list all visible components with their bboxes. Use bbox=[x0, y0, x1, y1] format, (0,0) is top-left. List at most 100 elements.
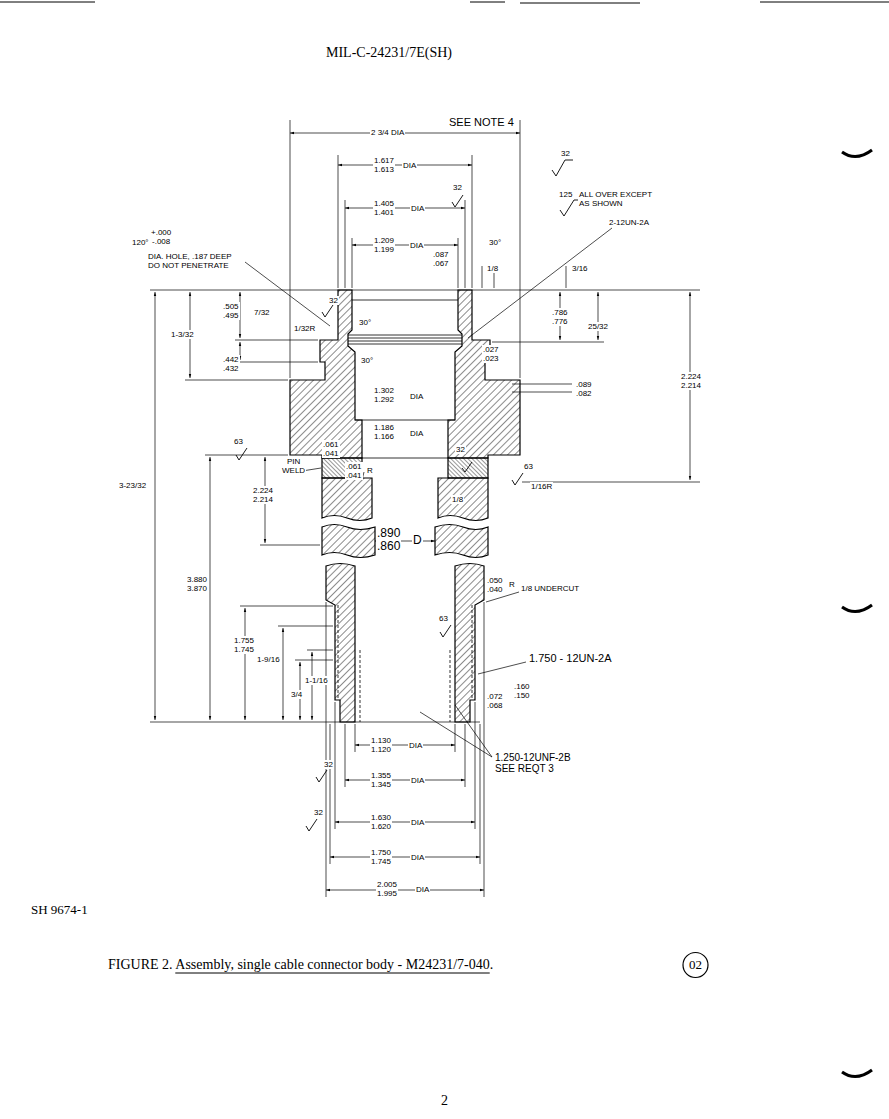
extension-line bbox=[260, 545, 320, 546]
extension-line bbox=[185, 380, 288, 381]
extension-line bbox=[150, 120, 700, 897]
dimension-text: DIA bbox=[409, 392, 424, 401]
dimension-line bbox=[352, 245, 458, 246]
dimension-text: 1.209 1.199 bbox=[373, 236, 395, 254]
dimension-text: 1.750 1.745 bbox=[370, 848, 392, 866]
dimension-text: .160 .150 bbox=[513, 682, 531, 700]
extension-line bbox=[335, 702, 336, 829]
dimension-text: .505 .495 bbox=[222, 302, 240, 320]
surface-finish-symbol bbox=[306, 819, 317, 831]
dimension-text: 1/32R bbox=[293, 324, 316, 333]
dimension-text: R bbox=[508, 580, 516, 589]
section-wall bbox=[322, 525, 375, 558]
page-number: 2 bbox=[440, 1093, 449, 1108]
dimension-text: 1.405 1.401 bbox=[373, 199, 395, 217]
caption-underline bbox=[175, 973, 489, 974]
thread-lines bbox=[348, 335, 462, 336]
leader-line bbox=[478, 662, 526, 674]
surface-finish-symbol bbox=[452, 195, 463, 207]
dimension-line bbox=[326, 890, 484, 891]
roughness-value: 32 bbox=[452, 183, 463, 192]
dimension-text: 1.755 1.745 bbox=[233, 636, 255, 654]
leader-line bbox=[420, 712, 492, 757]
extension-line bbox=[290, 120, 291, 378]
dimension-text: DIA bbox=[410, 853, 425, 862]
extension-line bbox=[345, 200, 346, 288]
thread-lines bbox=[348, 341, 462, 342]
binder-mark bbox=[842, 1070, 872, 1077]
section-wall bbox=[326, 564, 355, 723]
thread-lines bbox=[362, 458, 448, 459]
dimension-text: DIA bbox=[415, 885, 430, 894]
dimension-text: 2.224 2.214 bbox=[252, 486, 274, 504]
roughness-value: 32 bbox=[560, 149, 571, 158]
dimension-text: .050 .040 bbox=[486, 576, 504, 594]
extension-line bbox=[512, 392, 572, 393]
extension-line bbox=[338, 155, 339, 288]
thread-lines bbox=[355, 420, 455, 421]
pin-weld bbox=[448, 458, 488, 478]
extension-line bbox=[512, 384, 572, 385]
leader-line bbox=[245, 228, 612, 757]
dimension-text: 1-9/16 bbox=[256, 655, 281, 664]
dimension-line bbox=[345, 208, 465, 209]
extension-line bbox=[472, 155, 473, 288]
extension-line bbox=[345, 724, 346, 787]
roughness-value: 32 bbox=[323, 760, 334, 769]
dimension-text: 1/8 bbox=[486, 264, 499, 273]
dimension-text: 1/16R bbox=[530, 482, 553, 491]
surface-finish-symbol bbox=[322, 305, 333, 317]
section-wall bbox=[322, 478, 372, 521]
surface-finish-symbol bbox=[462, 462, 472, 472]
extension-line bbox=[484, 602, 485, 897]
extension-line bbox=[475, 702, 476, 829]
dimension-line bbox=[240, 342, 241, 360]
dimension-line bbox=[598, 292, 599, 340]
dimension-text: D bbox=[412, 534, 423, 547]
dimension-text: 1.302 1.292 bbox=[373, 386, 395, 404]
dimension-text: 1/8 bbox=[451, 495, 464, 504]
roughness-value: 32 bbox=[328, 296, 339, 305]
thread-lines bbox=[472, 605, 473, 700]
surface-finish-symbol bbox=[236, 160, 584, 831]
dimension-text: .027 .023 bbox=[482, 345, 500, 363]
dimension-text: .890 .860 bbox=[376, 527, 401, 553]
dimension-text: 2.224 2.214 bbox=[680, 372, 702, 390]
section-wall bbox=[290, 290, 362, 458]
dimension-text: 30° bbox=[358, 318, 372, 327]
scan-rules bbox=[0, 2, 889, 3]
extension-line bbox=[150, 290, 700, 291]
extension-line bbox=[235, 340, 318, 341]
dimension-text: 30° bbox=[360, 356, 374, 365]
extension-line bbox=[295, 660, 333, 661]
scan-rules bbox=[470, 2, 505, 3]
note-text: ALL OVER EXCEPT AS SHOWN bbox=[578, 190, 658, 208]
thread-lines bbox=[348, 344, 462, 345]
surface-finish-symbol bbox=[316, 770, 327, 782]
dimension-text: 25/32 bbox=[587, 322, 609, 331]
dimension-line bbox=[155, 292, 156, 720]
dimension-text: .087 .067 bbox=[432, 250, 450, 268]
roughness-value: 32 bbox=[313, 808, 324, 817]
section-wall bbox=[438, 478, 488, 521]
extension-line bbox=[465, 724, 466, 787]
dimension-text: 120° bbox=[131, 238, 150, 247]
dimension-text: 1.630 1.620 bbox=[370, 813, 392, 831]
leader-line bbox=[455, 705, 492, 757]
note-text: SEE NOTE 4 bbox=[448, 116, 515, 128]
dimension-text: 3/4 bbox=[290, 690, 303, 699]
dimension-text: DIA bbox=[409, 241, 424, 250]
extension-line bbox=[330, 724, 331, 864]
note-text: DIA. HOLE, .187 DEEP DO NOT PENETRATE bbox=[147, 252, 244, 270]
thread-lines bbox=[352, 300, 458, 301]
dimension-text: .786 .776 bbox=[551, 308, 569, 326]
extension-line bbox=[520, 120, 521, 378]
dimension-line bbox=[335, 822, 475, 823]
dimension-text: .061 .041 bbox=[322, 440, 340, 458]
thread-callout: 2-12UN-2A bbox=[608, 218, 650, 227]
dimension-line bbox=[210, 457, 211, 720]
dimension-line bbox=[330, 857, 480, 858]
dimension-text: DIA bbox=[408, 741, 423, 750]
